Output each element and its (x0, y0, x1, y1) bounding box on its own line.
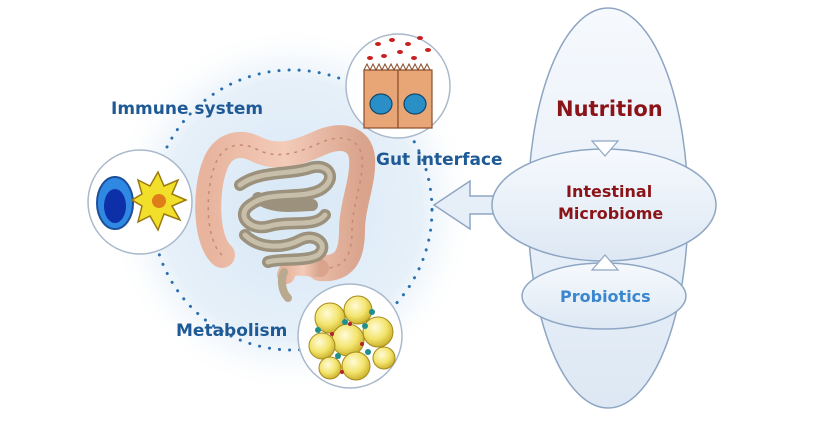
microbiome-label-line1: Intestinal (566, 182, 653, 201)
intestine-illustration (195, 125, 376, 302)
gut-cells-icon (345, 33, 451, 139)
fat-cells-icon (297, 283, 403, 389)
nutrition-label: Nutrition (556, 97, 663, 121)
probiotics-triangle (590, 254, 620, 271)
immune-cells-icon (87, 149, 193, 255)
nutrition-triangle (590, 140, 620, 157)
metabolism-label: Metabolism (176, 321, 288, 341)
probiotics-label: Probiotics (560, 287, 651, 306)
dotted-ring (150, 68, 434, 352)
gut-interface-label: Gut interface (376, 150, 503, 170)
immune-system-label: Immune system (111, 99, 264, 119)
microbiome-label-line2: Microbiome (558, 204, 664, 223)
